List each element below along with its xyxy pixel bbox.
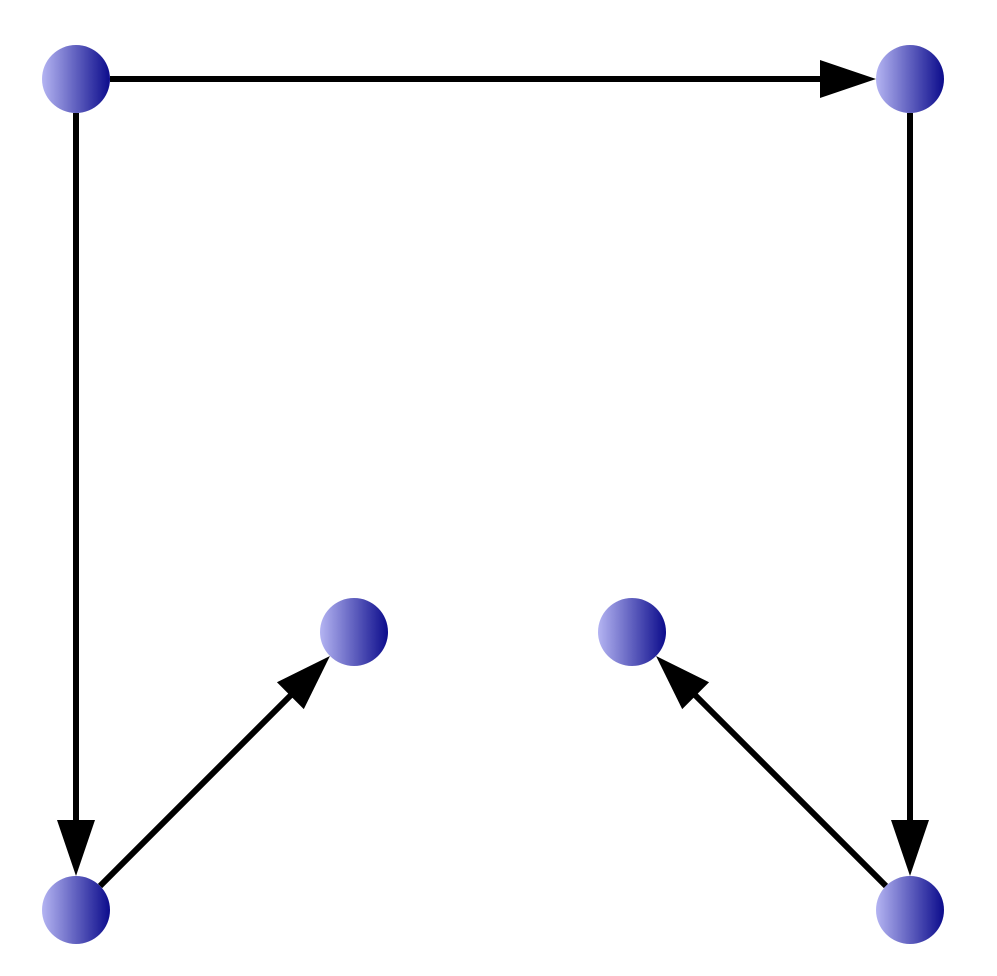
node-n3 — [42, 876, 110, 944]
arrowhead-n1-n3 — [57, 820, 95, 876]
edge-n3-n4 — [97, 690, 296, 889]
node-n5 — [598, 598, 666, 666]
node-n1 — [42, 45, 110, 113]
arrowhead-n3-n4 — [276, 656, 330, 710]
node-n2 — [876, 45, 944, 113]
arrowhead-n6-n5 — [656, 656, 710, 710]
node-n6 — [876, 876, 944, 944]
node-n4 — [320, 598, 388, 666]
arrowhead-n2-n6 — [891, 820, 929, 876]
edge-n6-n5 — [690, 690, 889, 889]
arrowhead-n1-n2 — [820, 60, 876, 98]
